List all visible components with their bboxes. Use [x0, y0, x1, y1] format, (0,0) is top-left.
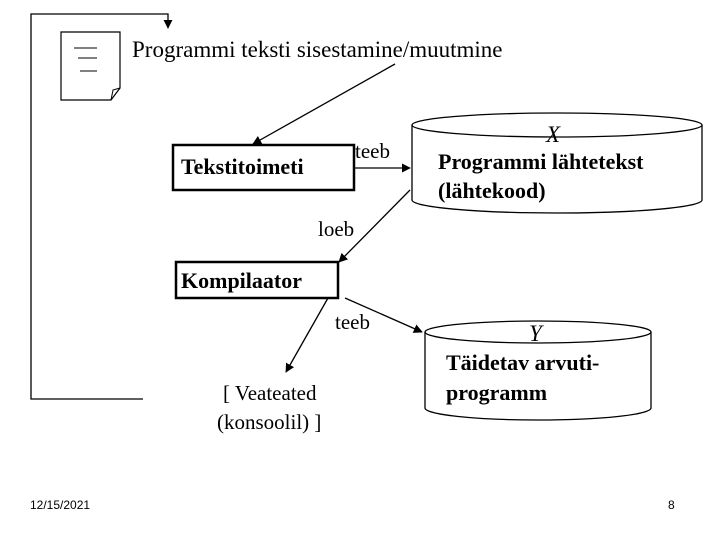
compiler-to-exec-arrow: [344, 297, 423, 333]
source-symbol: X: [545, 122, 561, 147]
editor-box: [171, 143, 356, 192]
exec-title-line1: Täidetav arvuti-: [446, 350, 599, 375]
editor-makes-label: teeb: [355, 139, 390, 163]
exec-title-line2: programm: [446, 380, 547, 405]
compiler-makes-label: teeb: [335, 310, 370, 334]
compiler-label: Kompilaator: [181, 268, 302, 293]
source-to-compiler-arrow: [338, 189, 411, 263]
compiler-to-errors-arrow: [285, 297, 329, 373]
executable-cylinder: [424, 320, 652, 421]
source-code-cylinder: [411, 112, 703, 214]
source-title-line1: Programmi lähtetekst: [438, 149, 644, 174]
feedback-loop-line: [30, 13, 173, 400]
errors-line2: (konsoolil) ]: [217, 410, 321, 434]
editor-label: Tekstitoimeti: [181, 154, 304, 179]
input-label: Programmi teksti sisestamine/muutmine: [132, 37, 503, 62]
document-icon: [60, 31, 121, 101]
exec-symbol: Y: [529, 321, 544, 346]
compiler-box: [174, 260, 340, 300]
page-number: 8: [668, 498, 675, 512]
errors-line1: [ Veateated: [223, 381, 317, 405]
reads-label: loeb: [318, 217, 354, 241]
slide-date: 12/15/2021: [30, 498, 90, 512]
source-title-line2: (lähtekood): [438, 178, 546, 203]
input-to-editor-arrow: [252, 63, 396, 145]
